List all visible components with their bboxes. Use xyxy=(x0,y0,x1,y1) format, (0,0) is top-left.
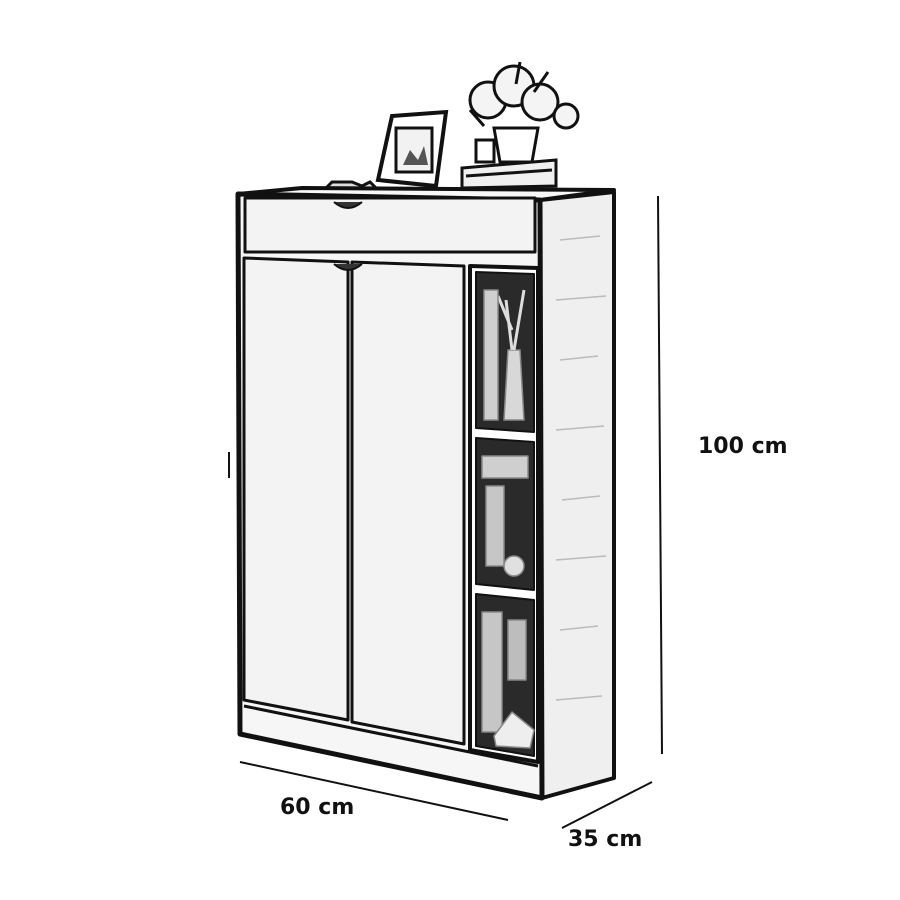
door-handle xyxy=(333,263,363,271)
side-panel-texture xyxy=(555,235,607,701)
photo-frame-icon xyxy=(375,109,449,189)
potted-plant-icon xyxy=(468,61,580,164)
cabinet-side-panel xyxy=(538,190,616,800)
small-box-icon xyxy=(460,158,558,190)
dimension-lines xyxy=(239,195,663,829)
height-label: 100 cm xyxy=(698,434,788,459)
drawer-handle xyxy=(333,201,363,209)
cabinet xyxy=(235,186,616,801)
height-dimension-line xyxy=(657,195,663,755)
shelf-items xyxy=(481,289,535,749)
left-door xyxy=(242,256,350,722)
width-label: 60 cm xyxy=(280,795,355,820)
top-decorations xyxy=(322,61,580,190)
cabinet-plinth-line xyxy=(243,704,539,768)
right-door xyxy=(350,260,466,746)
width-dimension-line xyxy=(239,761,509,821)
depth-dimension-line xyxy=(561,781,653,829)
depth-label: 35 cm xyxy=(568,827,643,852)
top-drawer xyxy=(243,196,537,254)
